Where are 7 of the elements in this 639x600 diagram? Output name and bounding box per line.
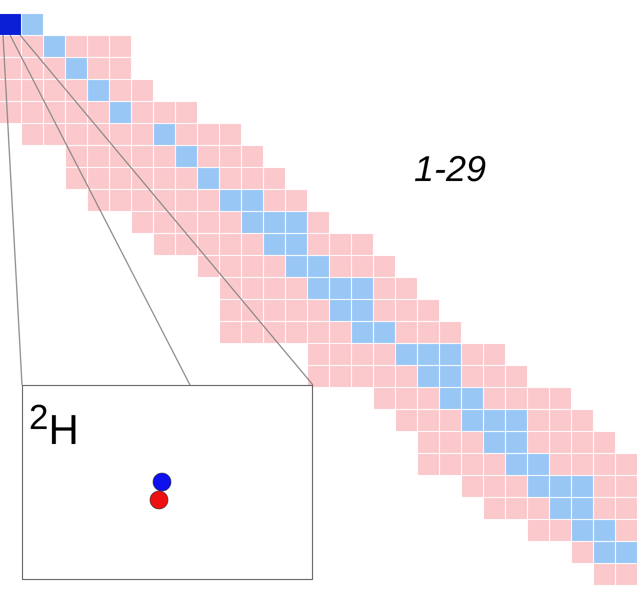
leader-line — [2, 34, 23, 386]
leader-line — [20, 34, 314, 386]
inset-panel — [22, 385, 313, 580]
isotope-symbol: $^{2}$H — [29, 397, 79, 454]
highlighted-cell — [0, 14, 21, 35]
range-label: 1-29 — [414, 148, 486, 190]
leader-line — [9, 34, 191, 386]
